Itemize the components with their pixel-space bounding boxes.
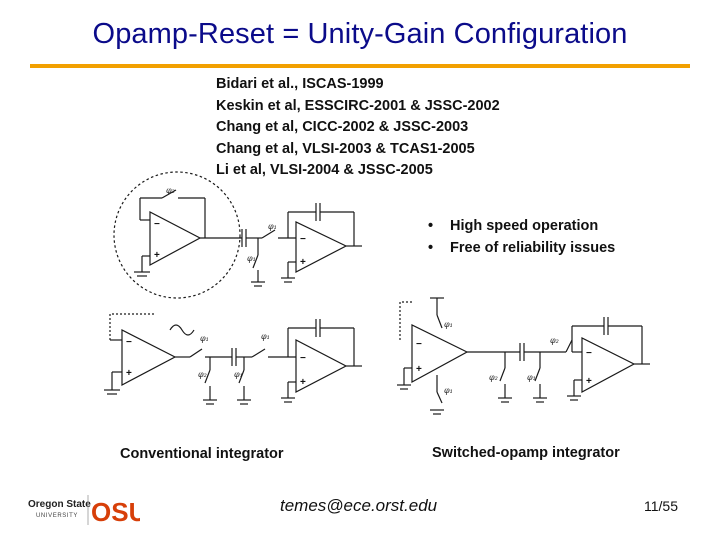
svg-text:−: − [126, 337, 132, 348]
svg-text:φ₂: φ₂ [198, 370, 207, 379]
footer-email: temes@ece.orst.edu [280, 496, 438, 515]
svg-text:−: − [300, 353, 306, 364]
reference-item: Li et al, VLSI-2004 & JSSC-2005 [216, 162, 433, 178]
svg-text:φ₂: φ₂ [489, 373, 498, 382]
svg-text:+: + [300, 257, 306, 268]
reference-list: Bidari et al., ISCAS-1999 Keskin et al, … [216, 74, 500, 182]
reference-item: Chang et al, VLSI-2003 & TCAS1-2005 [216, 140, 475, 157]
svg-text:φ₁: φ₁ [444, 386, 453, 395]
svg-text:φ₂: φ₂ [550, 336, 559, 345]
switched-opamp-integrator-caption: Switched-opamp integrator [432, 445, 620, 461]
benefit-item: High speed operation [428, 215, 615, 237]
reference-item: Bidari et al., ISCAS-1999 [216, 76, 384, 92]
svg-text:+: + [586, 376, 592, 387]
benefit-list: High speed operation Free of reliability… [428, 215, 615, 259]
svg-text:−: − [300, 234, 306, 245]
svg-text:+: + [416, 364, 422, 375]
svg-text:φ₁: φ₁ [200, 334, 209, 343]
svg-text:φ₁: φ₁ [247, 254, 256, 263]
svg-text:φ₁: φ₁ [261, 332, 270, 341]
svg-text:−: − [586, 348, 592, 359]
title-underline [30, 64, 690, 68]
svg-text:+: + [126, 368, 132, 379]
top-integrator-circuit [113, 171, 362, 299]
svg-text:φ₂: φ₂ [166, 186, 175, 195]
page-number: 11/55 [644, 498, 678, 514]
svg-text:+: + [154, 250, 160, 261]
svg-text:φ₁: φ₁ [527, 373, 536, 382]
osu-logo: Oregon State UNIVERSITY OSU [28, 491, 147, 529]
logo-mark: OSU [91, 497, 140, 527]
benefit-item: Free of reliability issues [428, 237, 615, 259]
svg-text:+: + [300, 377, 306, 388]
slide-title: Opamp-Reset = Unity-Gain Configuration [92, 18, 628, 50]
switched-opamp-integrator-circuit [397, 297, 650, 415]
conventional-integrator-circuit [104, 313, 362, 405]
svg-text:−: − [154, 219, 160, 230]
logo-name-text: Oregon State [28, 499, 91, 510]
svg-text:φ₁: φ₁ [444, 320, 453, 329]
svg-text:φ₁: φ₁ [234, 370, 243, 379]
logo-subtext: UNIVERSITY [36, 513, 78, 519]
svg-text:φ₁: φ₁ [268, 222, 277, 231]
conventional-integrator-caption: Conventional integrator [120, 446, 284, 462]
svg-text:−: − [416, 339, 422, 350]
reference-item: Chang et al, CICC-2002 & JSSC-2003 [216, 119, 469, 135]
reset-highlight-circle [113, 171, 241, 299]
reference-item: Keskin et al, ESSCIRC-2001 & JSSC-2002 [216, 97, 500, 114]
